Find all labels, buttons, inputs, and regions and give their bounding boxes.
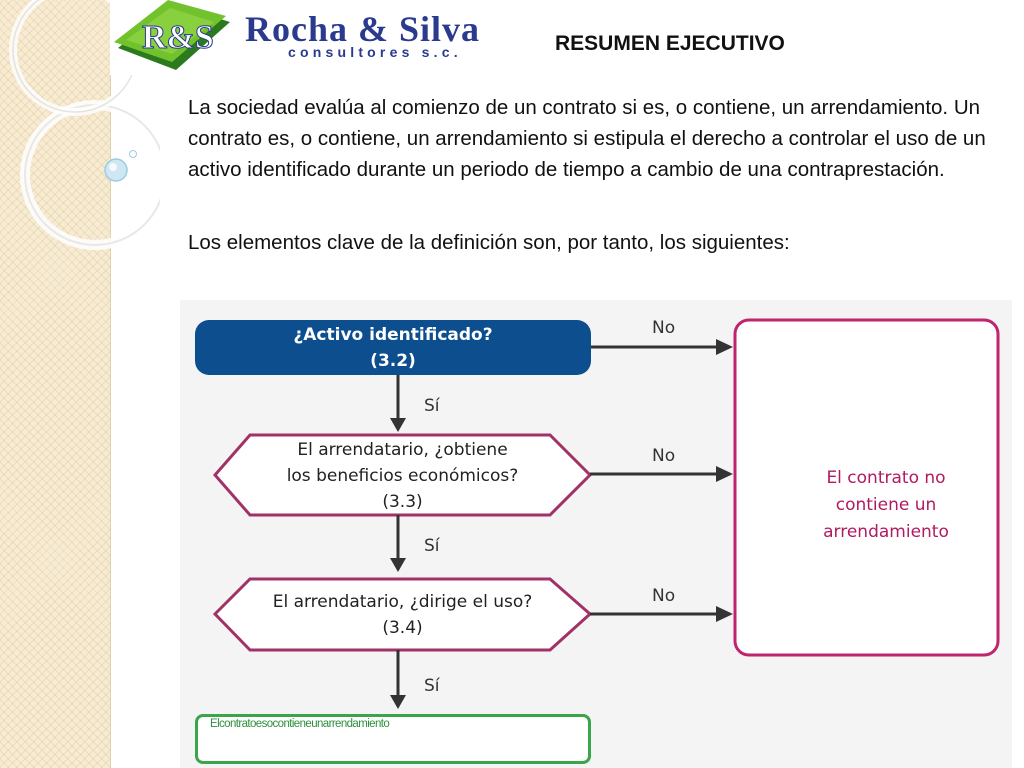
yes-arrows bbox=[390, 375, 406, 709]
decision-3-text: El arrendatario, ¿dirige el uso? (3.4) bbox=[215, 589, 590, 641]
no-label-2: No bbox=[652, 446, 676, 466]
decision-1-ref: (3.2) bbox=[370, 351, 416, 371]
yes-label-2: Sí bbox=[424, 536, 440, 556]
svg-text:R&S: R&S bbox=[142, 19, 214, 56]
no-arrows bbox=[590, 339, 733, 622]
company-logo: R&S bbox=[110, 0, 510, 75]
decision-2-question-line2: los beneficios económicos? bbox=[286, 466, 519, 486]
decision-3-question: El arrendatario, ¿dirige el uso? bbox=[272, 592, 533, 612]
result-yes-box bbox=[195, 714, 591, 764]
no-label-3: No bbox=[652, 586, 676, 606]
result-yes-text: Elcontratoesocontieneunarrendamiento bbox=[210, 718, 390, 730]
logo-name: Rocha & Silva bbox=[245, 9, 481, 49]
decision-2-text: El arrendatario, ¿obtiene los beneficios… bbox=[215, 437, 590, 515]
decision-1-question: ¿Activo identificado? bbox=[293, 325, 493, 345]
intro-paragraph: La sociedad evalúa al comienzo de un con… bbox=[188, 96, 986, 181]
result-no-text: El contrato no contiene un arrendamiento bbox=[796, 465, 976, 546]
logo-subtitle: consultores s.c. bbox=[288, 44, 462, 60]
result-no-line2: contiene un bbox=[835, 495, 937, 515]
decision-2-ref: (3.3) bbox=[382, 492, 423, 512]
yes-label-3: Sí bbox=[424, 676, 440, 696]
page-title: RESUMEN EJECUTIVO bbox=[555, 32, 785, 55]
key-elements-paragraph: Los elementos clave de la definición son… bbox=[188, 231, 790, 254]
logo-mark-icon: R&S bbox=[114, 0, 230, 70]
decision-3-ref: (3.4) bbox=[382, 618, 423, 638]
decorative-sidebar bbox=[0, 0, 111, 768]
decision-2-question-line1: El arrendatario, ¿obtiene bbox=[297, 440, 508, 460]
result-no-line3: arrendamiento bbox=[823, 522, 949, 542]
decision-activo-identificado bbox=[195, 320, 591, 375]
yes-label-1: Sí bbox=[424, 396, 440, 416]
no-label-1: No bbox=[652, 318, 676, 338]
decision-1-text: ¿Activo identificado? (3.2) bbox=[195, 322, 591, 374]
result-no-line1: El contrato no bbox=[826, 468, 946, 488]
result-no-arrendamiento-box bbox=[733, 318, 1000, 657]
